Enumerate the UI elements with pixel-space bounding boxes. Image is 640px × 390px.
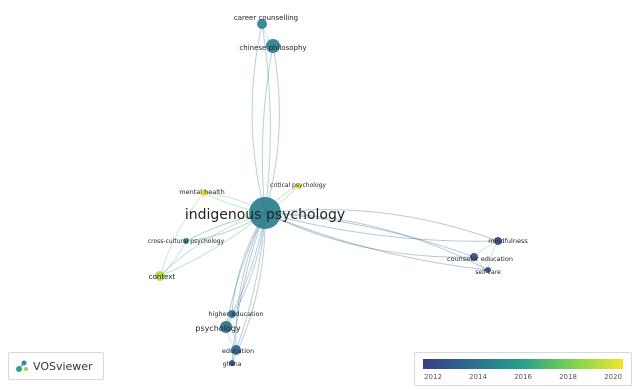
year-color-legend: 2012 2014 2016 2018 2020: [414, 352, 632, 386]
label-psychology[interactable]: psychology: [195, 324, 241, 333]
node-self-care[interactable]: [485, 267, 491, 273]
label-critical-psychology[interactable]: critical psychology: [270, 182, 326, 189]
label-self-care[interactable]: self-care: [475, 269, 501, 276]
link-mindfulness: [264, 209, 499, 242]
label-chinese-philosophy[interactable]: chinese philosophy: [239, 44, 306, 52]
legend-tick-2012: 2012: [424, 373, 442, 381]
logo-text: VOSviewer: [33, 359, 93, 373]
node-counselor-education[interactable]: [470, 253, 478, 261]
legend-tick-2016: 2016: [514, 373, 532, 381]
label-higher-education[interactable]: higher education: [208, 310, 263, 318]
legend-tick-2020: 2020: [604, 373, 622, 381]
node-ghana[interactable]: [229, 360, 235, 366]
link-career-counselling: [261, 23, 271, 214]
legend-color-bar: [423, 359, 623, 369]
label-education[interactable]: education: [222, 347, 254, 355]
link-mindfulness: [264, 212, 499, 242]
link-counselor-education: [264, 212, 475, 258]
label-career-counselling[interactable]: career counselling: [234, 14, 298, 22]
node-indigenous-psychology[interactable]: [249, 197, 281, 229]
link-career-counselling: [251, 23, 266, 214]
node-psychology[interactable]: [220, 321, 232, 333]
node-critical-psychology[interactable]: [295, 183, 301, 189]
nodes-group: [155, 19, 502, 366]
labels-group: indigenous psychology career counselling c…: [148, 14, 529, 368]
link-mental-health-context: [159, 192, 205, 277]
link-chinese-philosophy: [261, 45, 274, 214]
link-chinese-philosophy: [264, 45, 280, 214]
label-context[interactable]: context: [149, 273, 176, 281]
vosviewer-icon: [16, 360, 28, 372]
node-context[interactable]: [155, 271, 165, 281]
node-mental-health[interactable]: [200, 189, 208, 197]
link-self-care: [264, 212, 489, 271]
label-mindfulness[interactable]: mindfulness: [488, 237, 528, 245]
node-career-counselling[interactable]: [257, 19, 267, 29]
label-mental-health[interactable]: mental health: [179, 188, 224, 196]
legend-tick-2014: 2014: [469, 373, 487, 381]
node-cross-cultural-psychology[interactable]: [183, 238, 189, 244]
link-ghana: [231, 212, 266, 364]
node-education[interactable]: [231, 345, 241, 355]
label-indigenous-psychology[interactable]: indigenous psychology: [185, 207, 345, 223]
node-chinese-philosophy[interactable]: [266, 39, 280, 53]
legend-tick-2018: 2018: [559, 373, 577, 381]
link-counselor-education: [264, 212, 475, 258]
label-counselor-education[interactable]: counselor education: [447, 255, 513, 263]
node-higher-education[interactable]: [228, 310, 236, 318]
vosviewer-logo: VOSviewer: [8, 352, 104, 380]
label-cross-cultural-psychology[interactable]: cross-cultural psychology: [148, 238, 225, 245]
node-mindfulness[interactable]: [494, 237, 502, 245]
label-ghana[interactable]: ghana: [223, 361, 242, 368]
link-self-care: [264, 212, 489, 271]
